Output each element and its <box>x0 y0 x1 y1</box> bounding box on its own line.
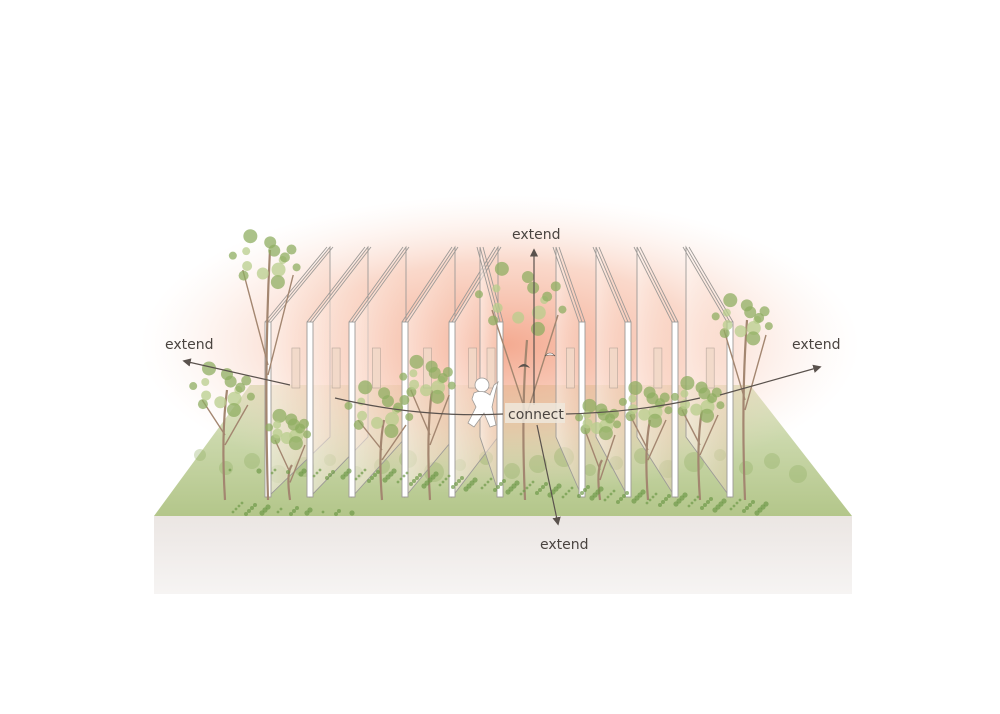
label-extend-right: extend <box>792 337 841 353</box>
tree <box>265 408 312 501</box>
tree <box>618 380 673 501</box>
arrow-extend-bottom <box>536 424 561 526</box>
ground-cover <box>228 468 769 516</box>
trees <box>189 229 773 501</box>
label-extend-bottom: extend <box>540 537 589 553</box>
wall-panel <box>633 246 679 499</box>
label-connect: connect <box>508 407 564 423</box>
arrow-extend-right <box>719 364 822 396</box>
tree <box>228 229 301 501</box>
tree <box>189 361 255 501</box>
tree <box>344 380 414 501</box>
bird-icon <box>518 352 556 368</box>
connect-label-bg <box>505 403 565 423</box>
tree <box>711 293 773 501</box>
person-figure-icon <box>467 377 499 428</box>
connect-line-right <box>565 397 701 415</box>
base-slab <box>154 516 852 594</box>
connect-line-left <box>334 397 504 416</box>
tree <box>399 354 456 501</box>
label-extend-top: extend <box>512 227 561 243</box>
label-extend-left: extend <box>165 337 214 353</box>
extend-arrows <box>182 248 822 526</box>
arrow-extend-left <box>182 358 291 386</box>
